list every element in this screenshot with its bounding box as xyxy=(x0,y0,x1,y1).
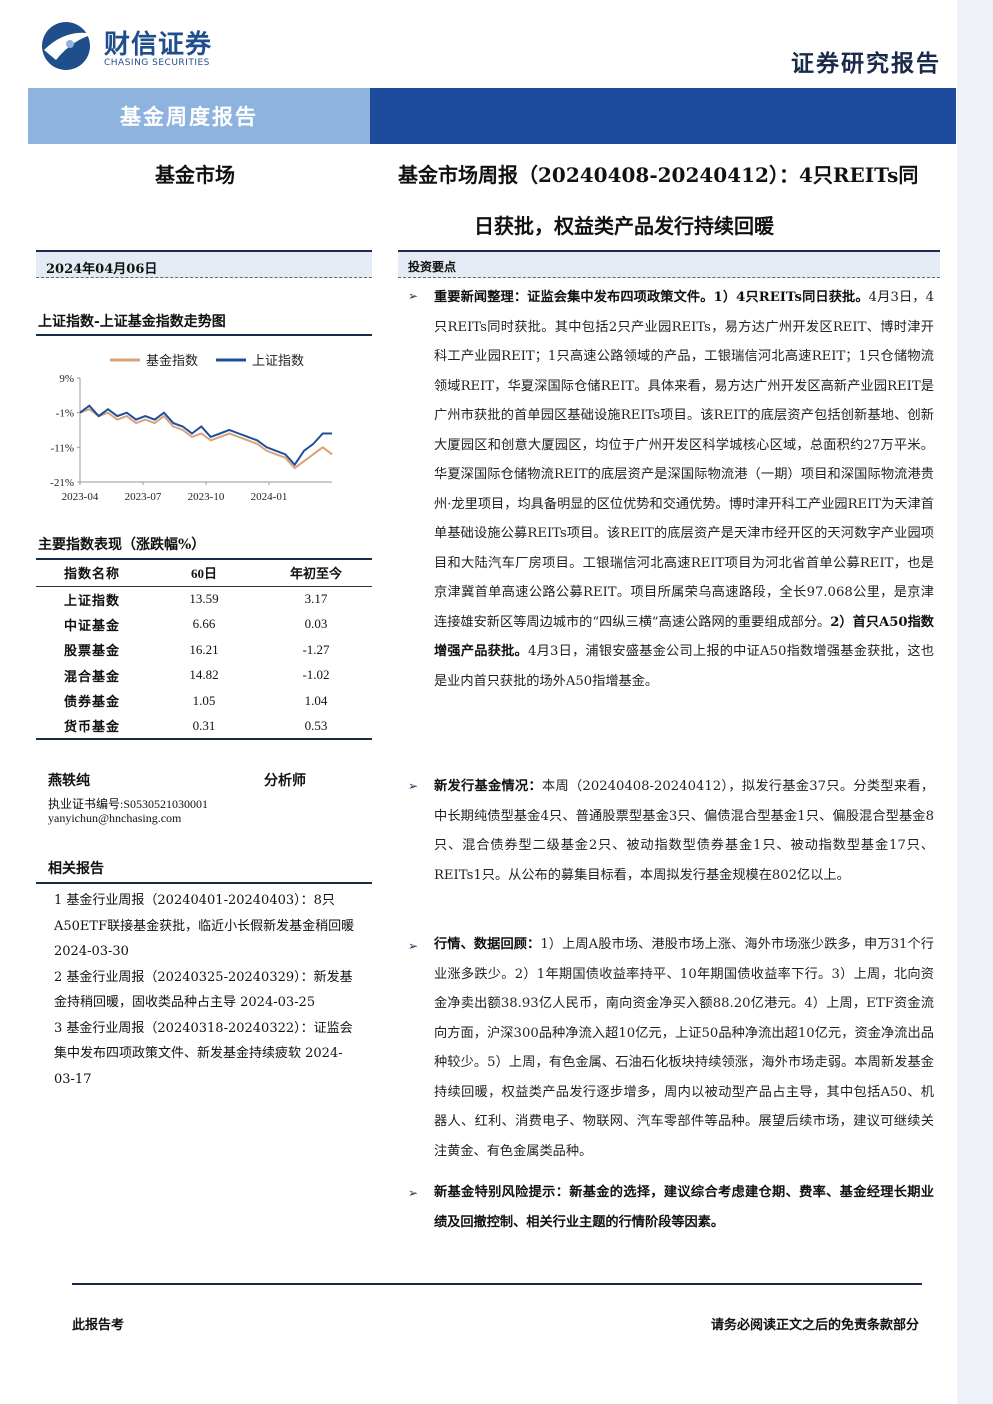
row-60d-value: 13.59 xyxy=(189,591,219,606)
series-line-0 xyxy=(79,408,333,470)
new-funds-paragraph: 新发行基金情况：本周（20240408-20240412），拟发行基金37只。分… xyxy=(434,772,934,890)
row-ytd-value: 0.03 xyxy=(304,616,328,632)
x-tick-label: 2023-07 xyxy=(125,491,162,503)
row-index-name: 上证指数 xyxy=(63,593,120,609)
row-ytd-value: 1.04 xyxy=(304,692,328,708)
table-row: 股票基金 16.21 -1.27 xyxy=(36,637,372,663)
row-60d-value: 14.82 xyxy=(189,667,219,683)
news-body-2: 4月3日，浦银安盛基金公司上报的中证A50指数增强基金获批，这也是业内首只获批的… xyxy=(434,644,935,689)
row-60d-value: 0.31 xyxy=(148,713,260,740)
row-index-name: 混合基金 xyxy=(63,669,120,685)
related-reports-rule xyxy=(36,882,372,884)
col-header-60d: 60日 xyxy=(148,560,260,587)
footer-left-text: 此报告考 xyxy=(72,1318,125,1333)
row-ytd-value: -1.27 xyxy=(302,641,330,657)
table-row: 债券基金 1.05 1.04 xyxy=(36,688,372,714)
bullet-arrow-icon: ➢ xyxy=(408,939,419,953)
chart-title: 上证指数-上证基金指数走势图 xyxy=(38,314,226,330)
series-line-1 xyxy=(79,404,332,467)
related-reports-title: 相关报告 xyxy=(48,861,104,877)
doc-type-label: 证券研究报告 xyxy=(791,50,941,77)
analyst-role: 分析师 xyxy=(264,773,306,789)
risk-text: 新基金特别风险提示：新基金的选择，建议综合考虑建仓期、费率、基金经理长期业绩及回… xyxy=(434,1185,934,1230)
legend-label: 上证指数 xyxy=(252,354,304,369)
col-header-ytd: 年初至今 xyxy=(260,560,372,587)
news-paragraph: 重要新闻整理：证监会集中发布四项政策文件。1）4只REITs同日获批。4月3日，… xyxy=(434,283,934,696)
table-row: 中证基金 6.66 0.03 xyxy=(36,612,372,638)
row-index-name: 货币基金 xyxy=(36,713,148,740)
logo-en-text: CHASING SECURITIES xyxy=(104,58,210,68)
analyst-name: 燕轶纯 xyxy=(48,773,90,789)
row-60d-value: 16.21 xyxy=(189,641,219,657)
report-title-line2: 日获批，权益类产品发行持续回暖 xyxy=(474,214,774,238)
chart-title-rule xyxy=(36,334,372,336)
trend-chart-svg: 9% -1% -11% -21% 2023-04 2023-07 2023-10 2024-0… xyxy=(50,353,333,503)
report-banner: 基金周度报告 xyxy=(28,88,956,144)
related-reports-list: 1 基金行业周报（20240401-20240403）：8只A50ETF联接基金… xyxy=(54,888,356,1092)
table-title: 主要指数表现（涨跌幅%） xyxy=(38,537,206,553)
bullet-arrow-icon: ➢ xyxy=(408,779,419,793)
new-funds-body: 本周（20240408-20240412），拟发行基金37只。分类型来看，中长期… xyxy=(434,779,935,883)
y-tick-label: -11% xyxy=(51,442,74,454)
table-row: 货币基金 0.31 0.53 xyxy=(36,713,372,740)
y-tick-label: -21% xyxy=(50,477,74,489)
table-top-rule xyxy=(36,558,372,560)
row-ytd-value: 0.53 xyxy=(260,713,372,740)
row-index-name: 债券基金 xyxy=(63,695,120,711)
market-review-body: 1）上周A股市场、港股市场上涨、海外市场涨少跌多，申万31个行业涨多跌少。2）1… xyxy=(434,937,934,1159)
footer-disclaimer: 请务必阅读正文之后的免责条款部分 xyxy=(710,1318,919,1333)
related-report-item[interactable]: 3 基金行业周报（20240318-20240322）：证监会集中发布四项政策文… xyxy=(54,1020,353,1087)
banner-label: 基金周度报告 xyxy=(120,104,258,129)
table-header-row: 指数名称 60日 年初至今 xyxy=(36,560,372,587)
banner-fill xyxy=(370,88,956,144)
market-review-heading: 行情、数据回顾： xyxy=(434,937,541,952)
company-logo: 财信证券 CHASING SECURITIES xyxy=(40,20,240,76)
logo-cn-text: 财信证券 xyxy=(104,30,213,60)
page-side-strip xyxy=(957,0,993,1404)
analyst-email[interactable]: yanyichun@hnchasing.com xyxy=(48,811,182,825)
row-60d-value: 1.05 xyxy=(192,692,216,708)
table-row: 上证指数 13.59 3.17 xyxy=(36,586,372,612)
report-title-line1: 基金市场周报（20240408-20240412）：4只REITs同 xyxy=(398,163,919,187)
row-index-name: 股票基金 xyxy=(63,644,120,660)
logo-emblem-icon xyxy=(42,22,94,70)
y-tick-label: 9% xyxy=(59,373,74,385)
index-performance-table: 指数名称 60日 年初至今 上证指数 13.59 3.17 中证基金 6.66 … xyxy=(36,560,372,740)
x-tick-label: 2023-04 xyxy=(62,491,99,503)
related-report-item[interactable]: 2 基金行业周报（20240325-20240329）：新发基金持稍回暖，固收类… xyxy=(54,969,353,1011)
table-row: 混合基金 14.82 -1.02 xyxy=(36,663,372,689)
row-ytd-value: 3.17 xyxy=(304,591,328,606)
bullet-arrow-icon: ➢ xyxy=(408,289,419,303)
industry-label: 基金市场 xyxy=(155,163,235,187)
x-tick-label: 2024-01 xyxy=(251,491,288,503)
col-header-name: 指数名称 xyxy=(36,560,148,587)
report-date: 2024年04月06日 xyxy=(46,262,158,277)
news-heading: 重要新闻整理：证监会集中发布四项政策文件。1）4只REITs同日获批。 xyxy=(434,290,869,305)
footer-rule xyxy=(72,1283,922,1285)
analyst-license: 执业证书编号:S0530521030001 xyxy=(48,797,209,811)
market-review-paragraph: 行情、数据回顾：1）上周A股市场、港股市场上涨、海外市场涨少跌多，申万31个行业… xyxy=(434,930,934,1166)
x-tick-label: 2023-10 xyxy=(188,491,225,503)
new-funds-heading: 新发行基金情况： xyxy=(434,779,542,794)
y-tick-label: -1% xyxy=(56,408,74,420)
legend-label: 基金指数 xyxy=(146,353,198,369)
row-index-name: 中证基金 xyxy=(63,618,120,634)
key-points-header: 投资要点 xyxy=(398,250,940,278)
row-60d-value: 6.66 xyxy=(192,616,216,632)
bullet-arrow-icon: ➢ xyxy=(408,1186,419,1200)
news-subheading: 2）首只A50指数增强产品获批。 xyxy=(434,614,934,660)
report-date-box: 2024年04月06日 xyxy=(36,250,372,278)
banner-label-area: 基金周度报告 xyxy=(28,88,370,144)
row-ytd-value: -1.02 xyxy=(302,667,330,683)
news-body: 4月3日，4只REITs同时获批。其中包括2只产业园REITs，易方达广州开发区… xyxy=(434,290,934,630)
related-report-item[interactable]: 1 基金行业周报（20240401-20240403）：8只A50ETF联接基金… xyxy=(54,893,355,959)
key-points-title: 投资要点 xyxy=(408,260,457,274)
index-trend-chart: 9% -1% -11% -21% 2023-04 2023-07 2023-10 2024-0… xyxy=(36,340,372,515)
risk-paragraph: 新基金特别风险提示：新基金的选择，建议综合考虑建仓期、费率、基金经理长期业绩及回… xyxy=(434,1178,934,1237)
